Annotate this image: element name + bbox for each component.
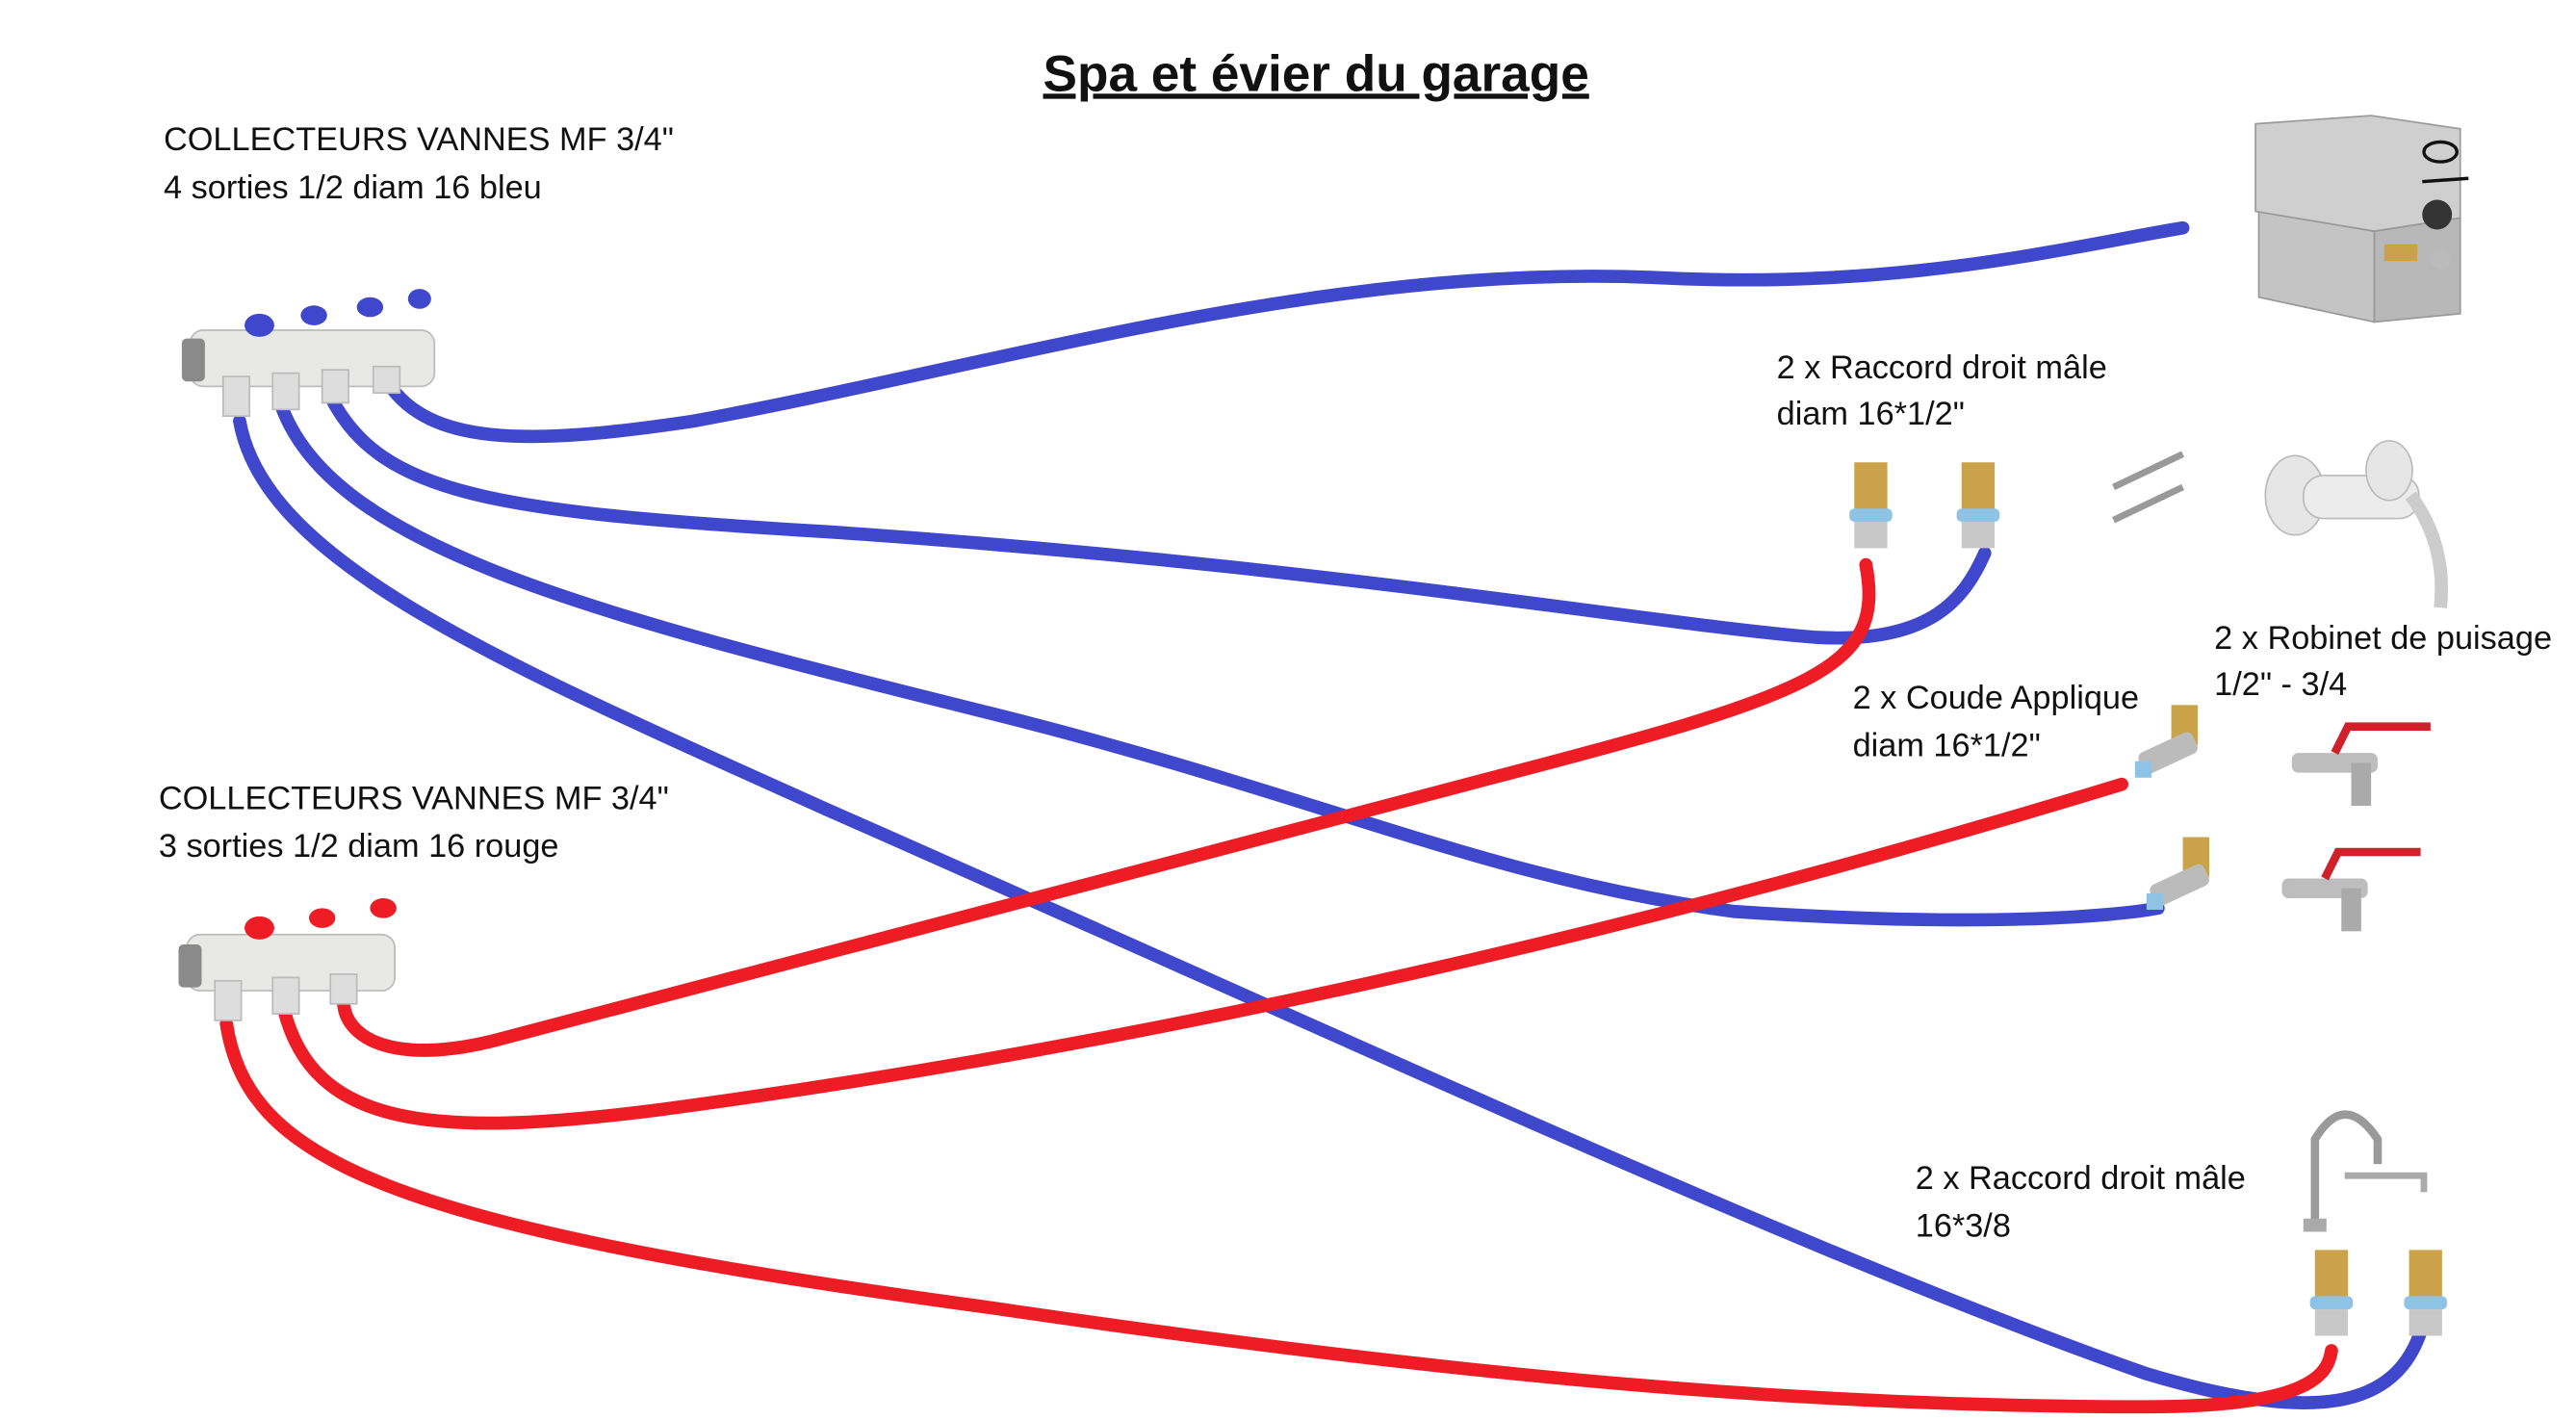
label-line: 2 x Raccord droit mâle: [1777, 349, 2107, 386]
straight-fitting-icon: [1956, 462, 2000, 549]
elbow-fitting-icon: [2146, 837, 2210, 911]
elbow-fitting-icon: [2134, 705, 2199, 778]
straight-fitting-icon: [2309, 1250, 2354, 1336]
label-line: 2 x Raccord droit mâle: [1916, 1160, 2246, 1197]
label-raccord-shower: 2 x Raccord droit mâle diam 16*1/2": [1777, 349, 2107, 432]
raccord-sink-fittings: [2309, 1250, 2448, 1336]
label-line: 1/2" - 3/4: [2214, 666, 2347, 703]
valve-cap-icon: [308, 908, 336, 928]
label-red-manifold: COLLECTEURS VANNES MF 3/4" 3 sorties 1/2…: [159, 780, 669, 865]
cold-pipe-shower: [323, 389, 1992, 645]
hot-pipe-shower: [337, 557, 1876, 1057]
robinet-de-puisage-images: [2281, 722, 2431, 932]
raccord-shower-fittings: [1849, 462, 2000, 549]
label-robinet: 2 x Robinet de puisage 1/2" - 3/4: [2214, 620, 2552, 703]
cold-pipe-steam: [381, 220, 2190, 444]
cold-pipe-coude: [273, 398, 2165, 927]
thread-icon: [181, 338, 205, 382]
diagram-title: Spa et évier du garage: [1043, 45, 1589, 102]
valve-cap-icon: [407, 289, 431, 309]
bib-tap-icon: [2291, 722, 2431, 806]
coude-fittings: [2134, 705, 2210, 911]
straight-fitting-icon: [1849, 462, 1893, 549]
bib-tap-icon: [2281, 847, 2421, 932]
label-line: 3 sorties 1/2 diam 16 rouge: [159, 828, 559, 865]
valve-cap-icon: [245, 916, 274, 940]
valve-cap-icon: [356, 297, 384, 318]
label-line: COLLECTEURS VANNES MF 3/4": [159, 780, 669, 816]
kitchen-faucet-image: [2303, 1110, 2428, 1232]
valve-cap-icon: [370, 898, 397, 918]
steam-generator-image: [2254, 115, 2469, 323]
red-manifold: [178, 898, 397, 1021]
valve-cap-icon: [245, 313, 274, 337]
label-coude: 2 x Coude Applique diam 16*1/2": [1853, 680, 2139, 764]
label-line: 16*3/8: [1916, 1208, 2011, 1245]
label-line: 4 sorties 1/2 diam 16 bleu: [164, 169, 542, 206]
label-line: diam 16*1/2": [1777, 396, 1965, 432]
blue-manifold: [181, 289, 436, 418]
label-line: COLLECTEURS VANNES MF 3/4": [164, 121, 674, 158]
hot-pipes: [219, 557, 2338, 1414]
thread-icon: [178, 944, 202, 988]
valve-cap-icon: [300, 305, 327, 325]
label-line: 2 x Robinet de puisage: [2214, 620, 2552, 657]
label-line: diam 16*1/2": [1853, 728, 2041, 764]
hot-pipe-sink: [219, 1017, 2338, 1414]
label-line: 2 x Coude Applique: [1853, 680, 2139, 716]
label-blue-manifold: COLLECTEURS VANNES MF 3/4" 4 sorties 1/2…: [164, 121, 674, 206]
flexible-hose-image: [2112, 451, 2185, 524]
control-panel-icon: [2422, 199, 2453, 230]
hot-pipe-coude: [277, 777, 2128, 1130]
label-raccord-sink: 2 x Raccord droit mâle 16*3/8: [1916, 1160, 2246, 1245]
straight-fitting-icon: [2404, 1250, 2448, 1336]
shower-mixer-image: [2264, 440, 2449, 608]
